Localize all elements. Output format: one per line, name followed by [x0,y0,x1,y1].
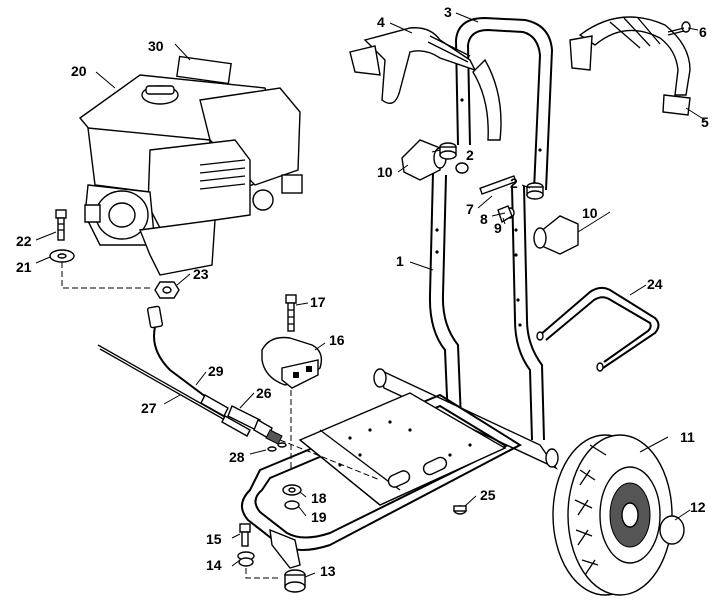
callout-10-right: 10 [582,205,598,221]
callout-3: 3 [444,4,452,20]
callout-10-left: 10 [377,164,393,180]
callout-8: 8 [480,211,488,227]
hose-hook-right [569,16,691,116]
nut-25 [453,505,467,515]
leader-30 [174,43,191,61]
callout-4: 4 [377,14,385,30]
washer-18 [282,484,302,496]
leader-lines [35,12,706,578]
rubber-foot [284,569,306,593]
callout-6: 6 [699,24,707,40]
handle [454,16,554,191]
engine-bolt [55,209,67,241]
callout-17: 17 [310,294,326,310]
knob-right [533,215,579,255]
callout-7: 7 [466,201,474,217]
callout-15: 15 [206,531,222,547]
callout-14: 14 [206,557,222,573]
pump-cover [261,336,323,389]
callout-2-left: 2 [466,147,474,163]
callout-12: 12 [690,499,706,515]
hose-holder-bar [536,286,660,372]
callout-21: 21 [16,259,32,275]
callout-2-right: 2 [510,175,518,191]
engine [78,43,303,276]
callout-16: 16 [329,332,345,348]
label-plate [176,55,232,85]
callout-20: 20 [71,63,87,79]
callout-26: 26 [256,385,272,401]
washer-nut-14 [237,551,255,567]
assembly-line-engine [61,262,150,289]
engine-washer [49,249,75,263]
callout-19: 19 [311,509,327,525]
callout-labels: 1 2 2 3 4 5 6 7 8 9 10 10 11 12 13 14 15… [16,4,709,579]
high-pressure-hose [146,305,229,417]
callout-22: 22 [16,233,32,249]
bolt-7 [479,175,517,195]
hose-hook-left [349,27,502,141]
frame [241,171,559,569]
engine-cooling-fins [199,159,246,190]
callout-30: 30 [148,38,164,54]
throttle-cable [97,344,251,437]
bolt-17 [285,294,297,332]
hub-cap [659,515,685,545]
callout-29: 29 [208,363,224,379]
callout-25: 25 [480,487,496,503]
callout-5: 5 [701,114,709,130]
bolt-15 [239,523,251,547]
callout-13: 13 [320,563,336,579]
knob-left [401,139,447,181]
assembly-line-foot [245,568,280,579]
callout-11: 11 [680,429,695,445]
callout-23: 23 [193,266,209,282]
callout-9: 9 [494,220,502,236]
plug-right [526,182,544,200]
nut-19 [284,500,300,510]
callout-28: 28 [229,449,245,465]
screw-6 [667,21,691,36]
engine-nut [154,281,180,299]
callout-1: 1 [396,253,404,269]
callout-18: 18 [311,490,327,506]
o-ring-28 [267,442,287,452]
callout-24: 24 [647,276,663,292]
callout-27: 27 [141,400,157,416]
wheel [552,434,673,596]
nut-9 [497,205,513,224]
spacer-tube [455,162,469,174]
plug-left [439,142,457,160]
